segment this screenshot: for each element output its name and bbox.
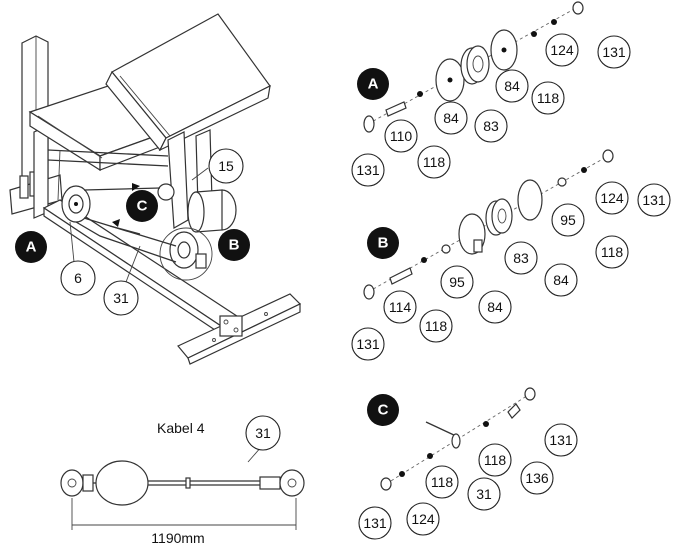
callout-bubble bbox=[478, 443, 512, 477]
callout-bubble bbox=[595, 235, 629, 269]
callout-number: 131 bbox=[642, 192, 666, 208]
callout-bubble bbox=[495, 69, 529, 103]
detail-a-label: A bbox=[368, 76, 379, 93]
callout-number: 118 bbox=[431, 474, 454, 490]
detail-b-label: B bbox=[378, 235, 389, 252]
callout-number: 6 bbox=[74, 270, 82, 286]
callout-number: 95 bbox=[560, 212, 576, 228]
callout-bubble bbox=[419, 309, 453, 343]
callout-bubble bbox=[531, 81, 565, 115]
callout-bubble bbox=[425, 465, 459, 499]
callout-number: 118 bbox=[537, 90, 560, 106]
marker-a bbox=[15, 231, 47, 263]
callout-bubble bbox=[383, 290, 417, 324]
callout-bubble bbox=[637, 183, 671, 217]
cable-title: Kabel 4 bbox=[157, 420, 205, 436]
callout-number: 136 bbox=[525, 470, 549, 486]
callout-bubble bbox=[358, 506, 392, 540]
callout-number: 124 bbox=[550, 42, 574, 58]
callout-bubble bbox=[474, 109, 508, 143]
callout-number: 84 bbox=[443, 110, 459, 126]
callout-bubble bbox=[417, 145, 451, 179]
callout-number: 83 bbox=[513, 250, 529, 266]
callout-bubble bbox=[351, 153, 385, 187]
marker-c bbox=[126, 190, 158, 222]
callout-bubble bbox=[467, 477, 501, 511]
detail-c-drawing bbox=[380, 387, 536, 491]
callout-bubble bbox=[60, 260, 96, 296]
callout-number: 84 bbox=[504, 78, 520, 94]
callout-bubble bbox=[245, 415, 281, 451]
callout-number: 131 bbox=[602, 44, 626, 60]
callout-bubble bbox=[478, 290, 512, 324]
callout-number: 118 bbox=[601, 244, 624, 260]
callout-number: 31 bbox=[113, 290, 129, 306]
callout-bubble bbox=[595, 181, 629, 215]
callout-number: 95 bbox=[449, 274, 465, 290]
callout-bubble bbox=[544, 263, 578, 297]
callout-bubble bbox=[384, 119, 418, 153]
callout-bubble bbox=[406, 502, 440, 536]
marker-a-label: A bbox=[26, 239, 37, 256]
callout-bubble bbox=[208, 148, 244, 184]
cable-drawing bbox=[60, 445, 305, 530]
marker-b-label: B bbox=[229, 237, 240, 254]
callout-bubble bbox=[434, 101, 468, 135]
marker-c-label: C bbox=[137, 198, 148, 215]
callout-number: 118 bbox=[425, 318, 448, 334]
detail-b-marker bbox=[367, 227, 399, 259]
callout-number: 131 bbox=[363, 515, 387, 531]
callout-bubble bbox=[504, 241, 538, 275]
callout-number: 118 bbox=[484, 452, 507, 468]
marker-b bbox=[218, 229, 250, 261]
detail-b-drawing bbox=[363, 149, 614, 300]
callout-number: 124 bbox=[411, 511, 435, 527]
callout-number: 31 bbox=[255, 425, 271, 441]
callout-bubble bbox=[545, 33, 579, 67]
callout-bubble bbox=[597, 35, 631, 69]
callout-number: 118 bbox=[423, 154, 446, 170]
detail-a-drawing bbox=[363, 1, 584, 133]
callout-number: 124 bbox=[600, 190, 624, 206]
bench-drawing bbox=[9, 13, 302, 365]
callout-number: 15 bbox=[218, 158, 234, 174]
callout-bubble bbox=[520, 461, 554, 495]
detail-c-label: C bbox=[378, 402, 389, 419]
callout-number: 131 bbox=[356, 336, 380, 352]
callout-bubble bbox=[351, 327, 385, 361]
callout-bubble bbox=[551, 203, 585, 237]
callout-number: 83 bbox=[483, 118, 499, 134]
detail-c-marker bbox=[367, 394, 399, 426]
callout-number: 131 bbox=[356, 162, 380, 178]
callout-number: 84 bbox=[553, 272, 569, 288]
callout-number: 31 bbox=[476, 486, 492, 502]
callout-number: 114 bbox=[389, 299, 412, 315]
callout-number: 84 bbox=[487, 299, 503, 315]
callout-bubble bbox=[544, 423, 578, 457]
cable-length: 1190mm bbox=[151, 530, 204, 546]
callout-bubble bbox=[440, 265, 474, 299]
callout-number: 131 bbox=[549, 432, 573, 448]
callout-bubble bbox=[103, 280, 139, 316]
callout-number: 110 bbox=[390, 128, 413, 144]
detail-a-marker bbox=[357, 68, 389, 100]
